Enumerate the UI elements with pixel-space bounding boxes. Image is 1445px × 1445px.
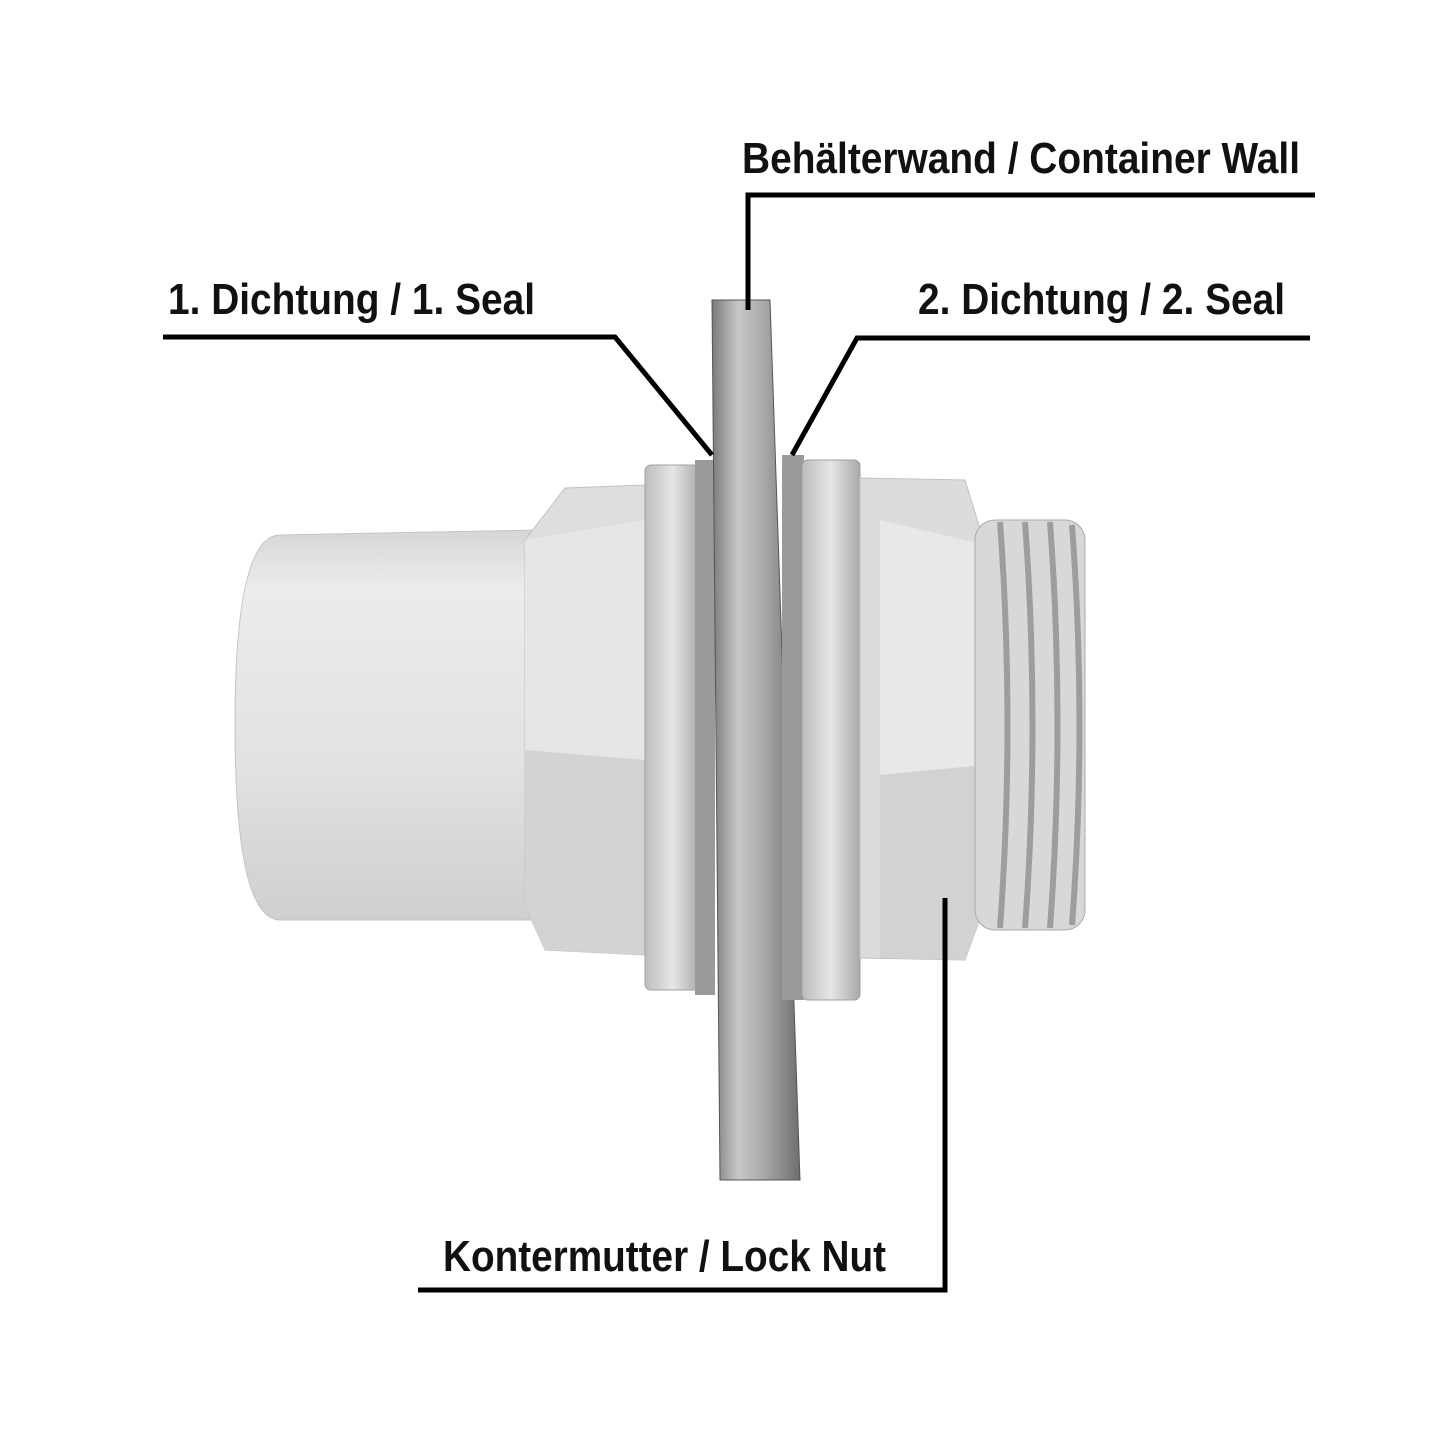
seal-2-leader xyxy=(789,335,1310,457)
threaded-end xyxy=(974,519,1086,931)
seal-2-label: 2. Dichtung / 2. Seal xyxy=(918,275,1285,324)
hex-nut-left xyxy=(524,484,646,956)
lock-nut xyxy=(859,477,986,961)
seal-1-label: 1. Dichtung / 1. Seal xyxy=(168,275,535,324)
lock-nut-label: Kontermutter / Lock Nut xyxy=(443,1232,886,1281)
seal-1 xyxy=(644,460,715,995)
lock-nut-leader xyxy=(418,898,948,1293)
container-wall-leader xyxy=(745,192,1315,310)
container-wall-label: Behälterwand / Container Wall xyxy=(742,134,1300,183)
pipe-socket xyxy=(234,529,541,921)
container-wall xyxy=(711,299,801,1181)
seal-1-leader xyxy=(163,334,714,457)
seal-2 xyxy=(782,455,861,1001)
